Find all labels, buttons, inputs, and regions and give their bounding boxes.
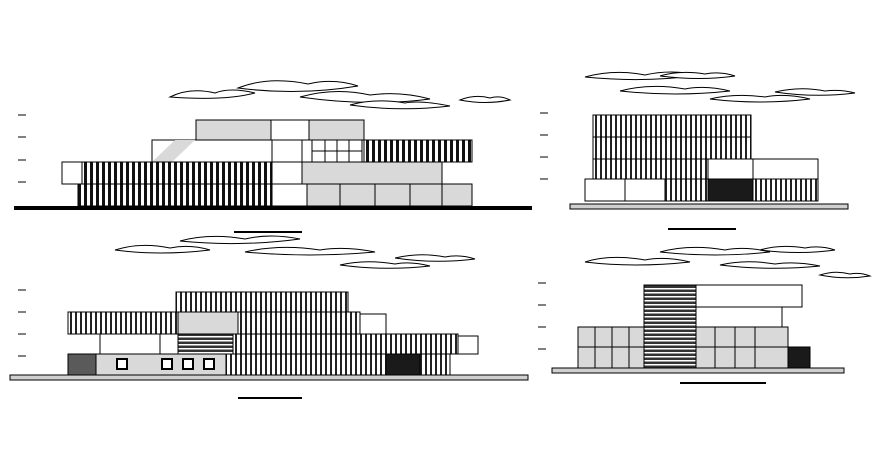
facade-block (695, 306, 783, 328)
louver-band (67, 311, 179, 335)
louver-band (175, 291, 349, 313)
louver-band (232, 333, 459, 355)
elevation-bottom-left (9, 235, 529, 399)
window-square (116, 358, 128, 370)
dark-entrance (787, 346, 811, 369)
cloud-decoration (584, 71, 856, 103)
level-markers (538, 282, 546, 350)
elevation-top-right (540, 71, 856, 230)
louver-band (419, 353, 451, 376)
stair-block (177, 333, 234, 355)
louver-band (752, 178, 819, 202)
view-title-underline (238, 397, 302, 399)
louver-band (81, 161, 273, 185)
stair-tower (643, 284, 697, 369)
louver-band (77, 183, 273, 207)
ground-line (9, 374, 529, 381)
facade-block (67, 353, 97, 376)
view-title-underline (234, 231, 302, 233)
shade-wedge (152, 140, 195, 162)
ground-line (14, 206, 532, 210)
level-markers (18, 114, 26, 183)
level-markers (18, 289, 26, 357)
facade-block (752, 158, 819, 180)
dark-entrance (385, 353, 421, 376)
dark-entrance (707, 178, 754, 202)
cloud-decoration (584, 245, 872, 279)
facade-block (301, 161, 443, 185)
level-markers (540, 112, 548, 180)
window-square (203, 358, 215, 370)
ground-line (551, 367, 845, 374)
facade-block (177, 311, 239, 335)
facade-block (195, 119, 272, 141)
louver-band (664, 178, 709, 202)
facade-block (457, 335, 479, 355)
window-square (161, 358, 173, 370)
cloud-decoration (168, 80, 512, 110)
elevation-top-left (14, 80, 532, 233)
facade-block (61, 161, 83, 185)
louver-band (592, 114, 752, 138)
elevation-bottom-right (538, 245, 872, 384)
facade-block (707, 158, 754, 180)
facade-block (270, 119, 310, 141)
facade-block (271, 139, 303, 163)
louver-band (363, 139, 473, 163)
facade-block (695, 284, 803, 308)
louver-band (225, 353, 387, 376)
ground-line (569, 203, 849, 210)
facade-block (308, 119, 365, 141)
facade-block (271, 161, 303, 185)
cloud-decoration (114, 235, 476, 269)
window-square (182, 358, 194, 370)
louver-band (237, 311, 361, 335)
facade-block (359, 313, 387, 335)
louver-band (592, 158, 709, 180)
view-title-underline (680, 382, 766, 384)
facade-block (271, 183, 308, 207)
louver-band (592, 136, 752, 160)
view-title-underline (668, 228, 736, 230)
facade-block (441, 183, 473, 207)
facade-block (99, 333, 161, 355)
